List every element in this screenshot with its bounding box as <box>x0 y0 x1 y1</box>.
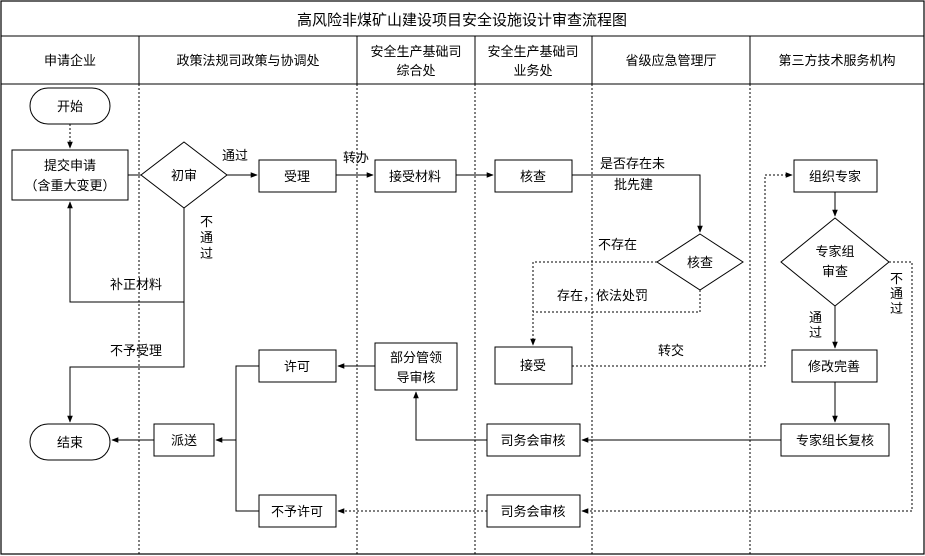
lane-header-policy-dept: 政策法规司政策与协调处 <box>176 53 319 69</box>
check-box <box>494 159 573 193</box>
deny-permit-label: 不予许可 <box>271 505 323 520</box>
edge-label-pass: 通过 <box>222 149 248 164</box>
accept-transfer-box <box>494 346 573 385</box>
submit-label-1: 提交申请 <box>44 158 96 174</box>
edge-label-exist-punish: 存在，依法处罚 <box>557 289 648 304</box>
dept-meeting-review-label-1: 司务会审核 <box>500 433 565 449</box>
deny-permit-box <box>258 494 337 528</box>
pre-review-label: 初审 <box>171 169 197 184</box>
edge-label-fail-1a: 不 <box>200 215 213 230</box>
edge-label-pass-2b: 过 <box>809 326 822 341</box>
edge-label-fail-2b: 通 <box>890 287 903 302</box>
diagram-title: 高风险非煤矿山建设项目安全设施设计审查流程图 <box>297 11 627 29</box>
expert-review-label-1: 专家组 <box>815 244 854 260</box>
dept-meeting-review-box-2 <box>486 494 581 528</box>
dept-meeting-review-box-1 <box>486 423 581 457</box>
edge-label-exist-question-2: 批先建 <box>614 178 653 193</box>
edge-label-exist-question-1: 是否存在未 <box>600 157 665 172</box>
permit-label: 许可 <box>284 360 310 375</box>
lane-header-safety-business-2: 业务处 <box>513 63 552 79</box>
organize-experts-label: 组织专家 <box>809 169 861 185</box>
expert-review-diamond <box>780 217 890 307</box>
expert-leader-recheck-label: 专家组长复核 <box>796 433 874 449</box>
expert-leader-recheck-box <box>780 423 890 457</box>
edge-label-not-accept: 不予受理 <box>110 344 162 359</box>
end-terminal <box>29 423 111 461</box>
permit-box <box>258 349 337 383</box>
accept-box <box>258 159 337 193</box>
receive-materials-label: 接受材料 <box>389 169 441 185</box>
lane-header-third-party: 第三方技术服务机构 <box>778 53 895 69</box>
lane-header-safety-business-1: 安全生产基础司 <box>487 44 578 60</box>
edge-label-fail-2a: 不 <box>890 272 903 287</box>
check-label: 核查 <box>520 170 546 185</box>
edge-label-fail-2c: 过 <box>890 302 903 317</box>
organize-experts-box <box>793 159 878 193</box>
receive-materials-box <box>374 159 457 193</box>
edge-label-supplement: 补正材料 <box>110 278 162 293</box>
edge-label-transfer: 转办 <box>343 151 369 166</box>
dashed-connectors <box>67 124 913 514</box>
end-label: 结束 <box>57 436 83 451</box>
lane-header-applicant: 申请企业 <box>44 53 96 69</box>
lane-header-provincial: 省级应急管理厅 <box>625 53 716 69</box>
header-column-dividers <box>138 36 751 84</box>
dispatch-label: 派送 <box>171 434 197 449</box>
revise-label: 修改完善 <box>808 359 860 375</box>
edge-label-transfer-2: 转交 <box>658 343 684 359</box>
submit-label-2: （含重大变更） <box>24 178 115 194</box>
dept-meeting-review-label-2: 司务会审核 <box>500 504 565 520</box>
edge-label-fail-1b: 通 <box>200 231 213 246</box>
edge-label-fail-1c: 过 <box>200 247 213 262</box>
leader-review-label-2: 导审核 <box>396 371 435 386</box>
accept-transfer-label: 接受 <box>520 358 546 374</box>
dispatch-box <box>153 423 215 457</box>
expert-review-label-2: 审查 <box>822 265 848 280</box>
lane-header-safety-general-2: 综合处 <box>396 64 435 79</box>
edge-label-pass-2a: 通 <box>809 311 822 326</box>
submit-application-box <box>11 149 129 201</box>
accept-label: 受理 <box>284 170 310 185</box>
start-label: 开始 <box>57 100 83 115</box>
provincial-check-label: 核查 <box>687 256 713 271</box>
leader-review-label-1: 部分管领 <box>390 351 442 366</box>
solid-connectors <box>67 172 838 512</box>
edge-label-not-exist: 不存在 <box>598 238 637 253</box>
leader-review-box <box>374 342 458 391</box>
lane-header-safety-general-1: 安全生产基础司 <box>370 44 461 60</box>
